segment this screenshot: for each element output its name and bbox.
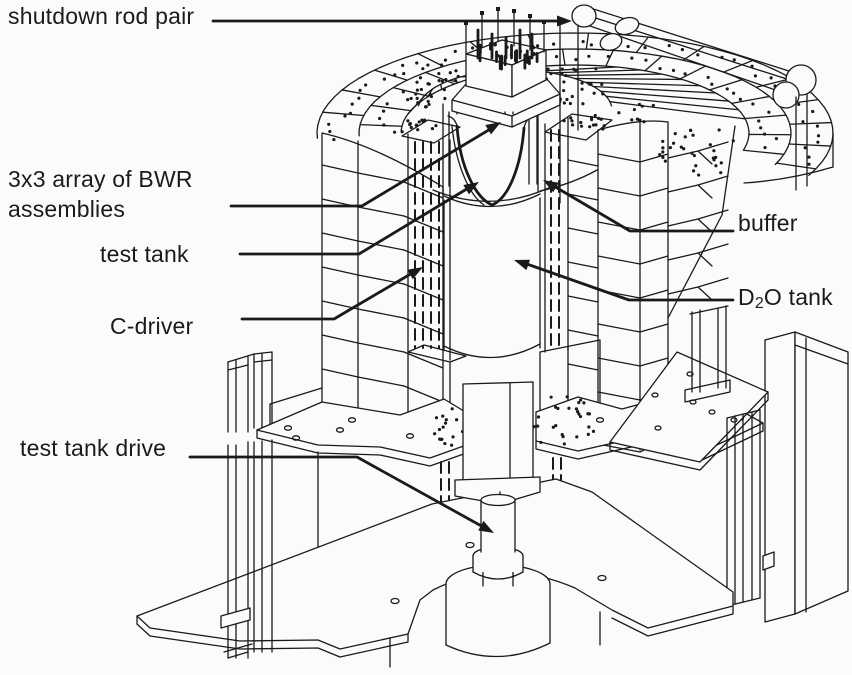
shutdown-rod-crane [559, 4, 817, 204]
left-ibeam-legs [220, 439, 273, 659]
label-d2o-pre: D [738, 284, 755, 310]
label-d2o-post: O tank [763, 284, 833, 310]
shield-left-wall [269, 132, 444, 453]
base-table [136, 478, 734, 668]
left-ibeam-upper [227, 351, 273, 433]
bwr-assembly-array [451, 7, 561, 128]
leader-arrows [188, 15, 735, 533]
label-bwr-array-line2: assemblies [8, 196, 126, 222]
label-bwr-array: 3x3 array of BWR assemblies [8, 164, 193, 224]
label-shutdown-rod-pair: shutdown rod pair [8, 3, 195, 29]
test-tank-and-d2o-tank [432, 103, 598, 359]
test-tank-drive-unit [445, 493, 551, 658]
tank-pedestal-column [454, 381, 541, 505]
shield-top-ring [316, 32, 834, 177]
shield-right-wall [597, 119, 834, 453]
label-test-tank: test tank [100, 241, 189, 267]
c-driver-columns [407, 117, 601, 517]
label-d2o-sub: 2 [754, 295, 764, 312]
right-supports [609, 305, 849, 623]
label-test-tank-drive: test tank drive [20, 435, 167, 461]
label-buffer: buffer [738, 210, 798, 236]
label-bwr-array-line1: 3x3 array of BWR [8, 166, 193, 192]
label-c-driver: C-driver [110, 313, 194, 339]
label-d2o-tank: D2O tank [738, 282, 833, 316]
